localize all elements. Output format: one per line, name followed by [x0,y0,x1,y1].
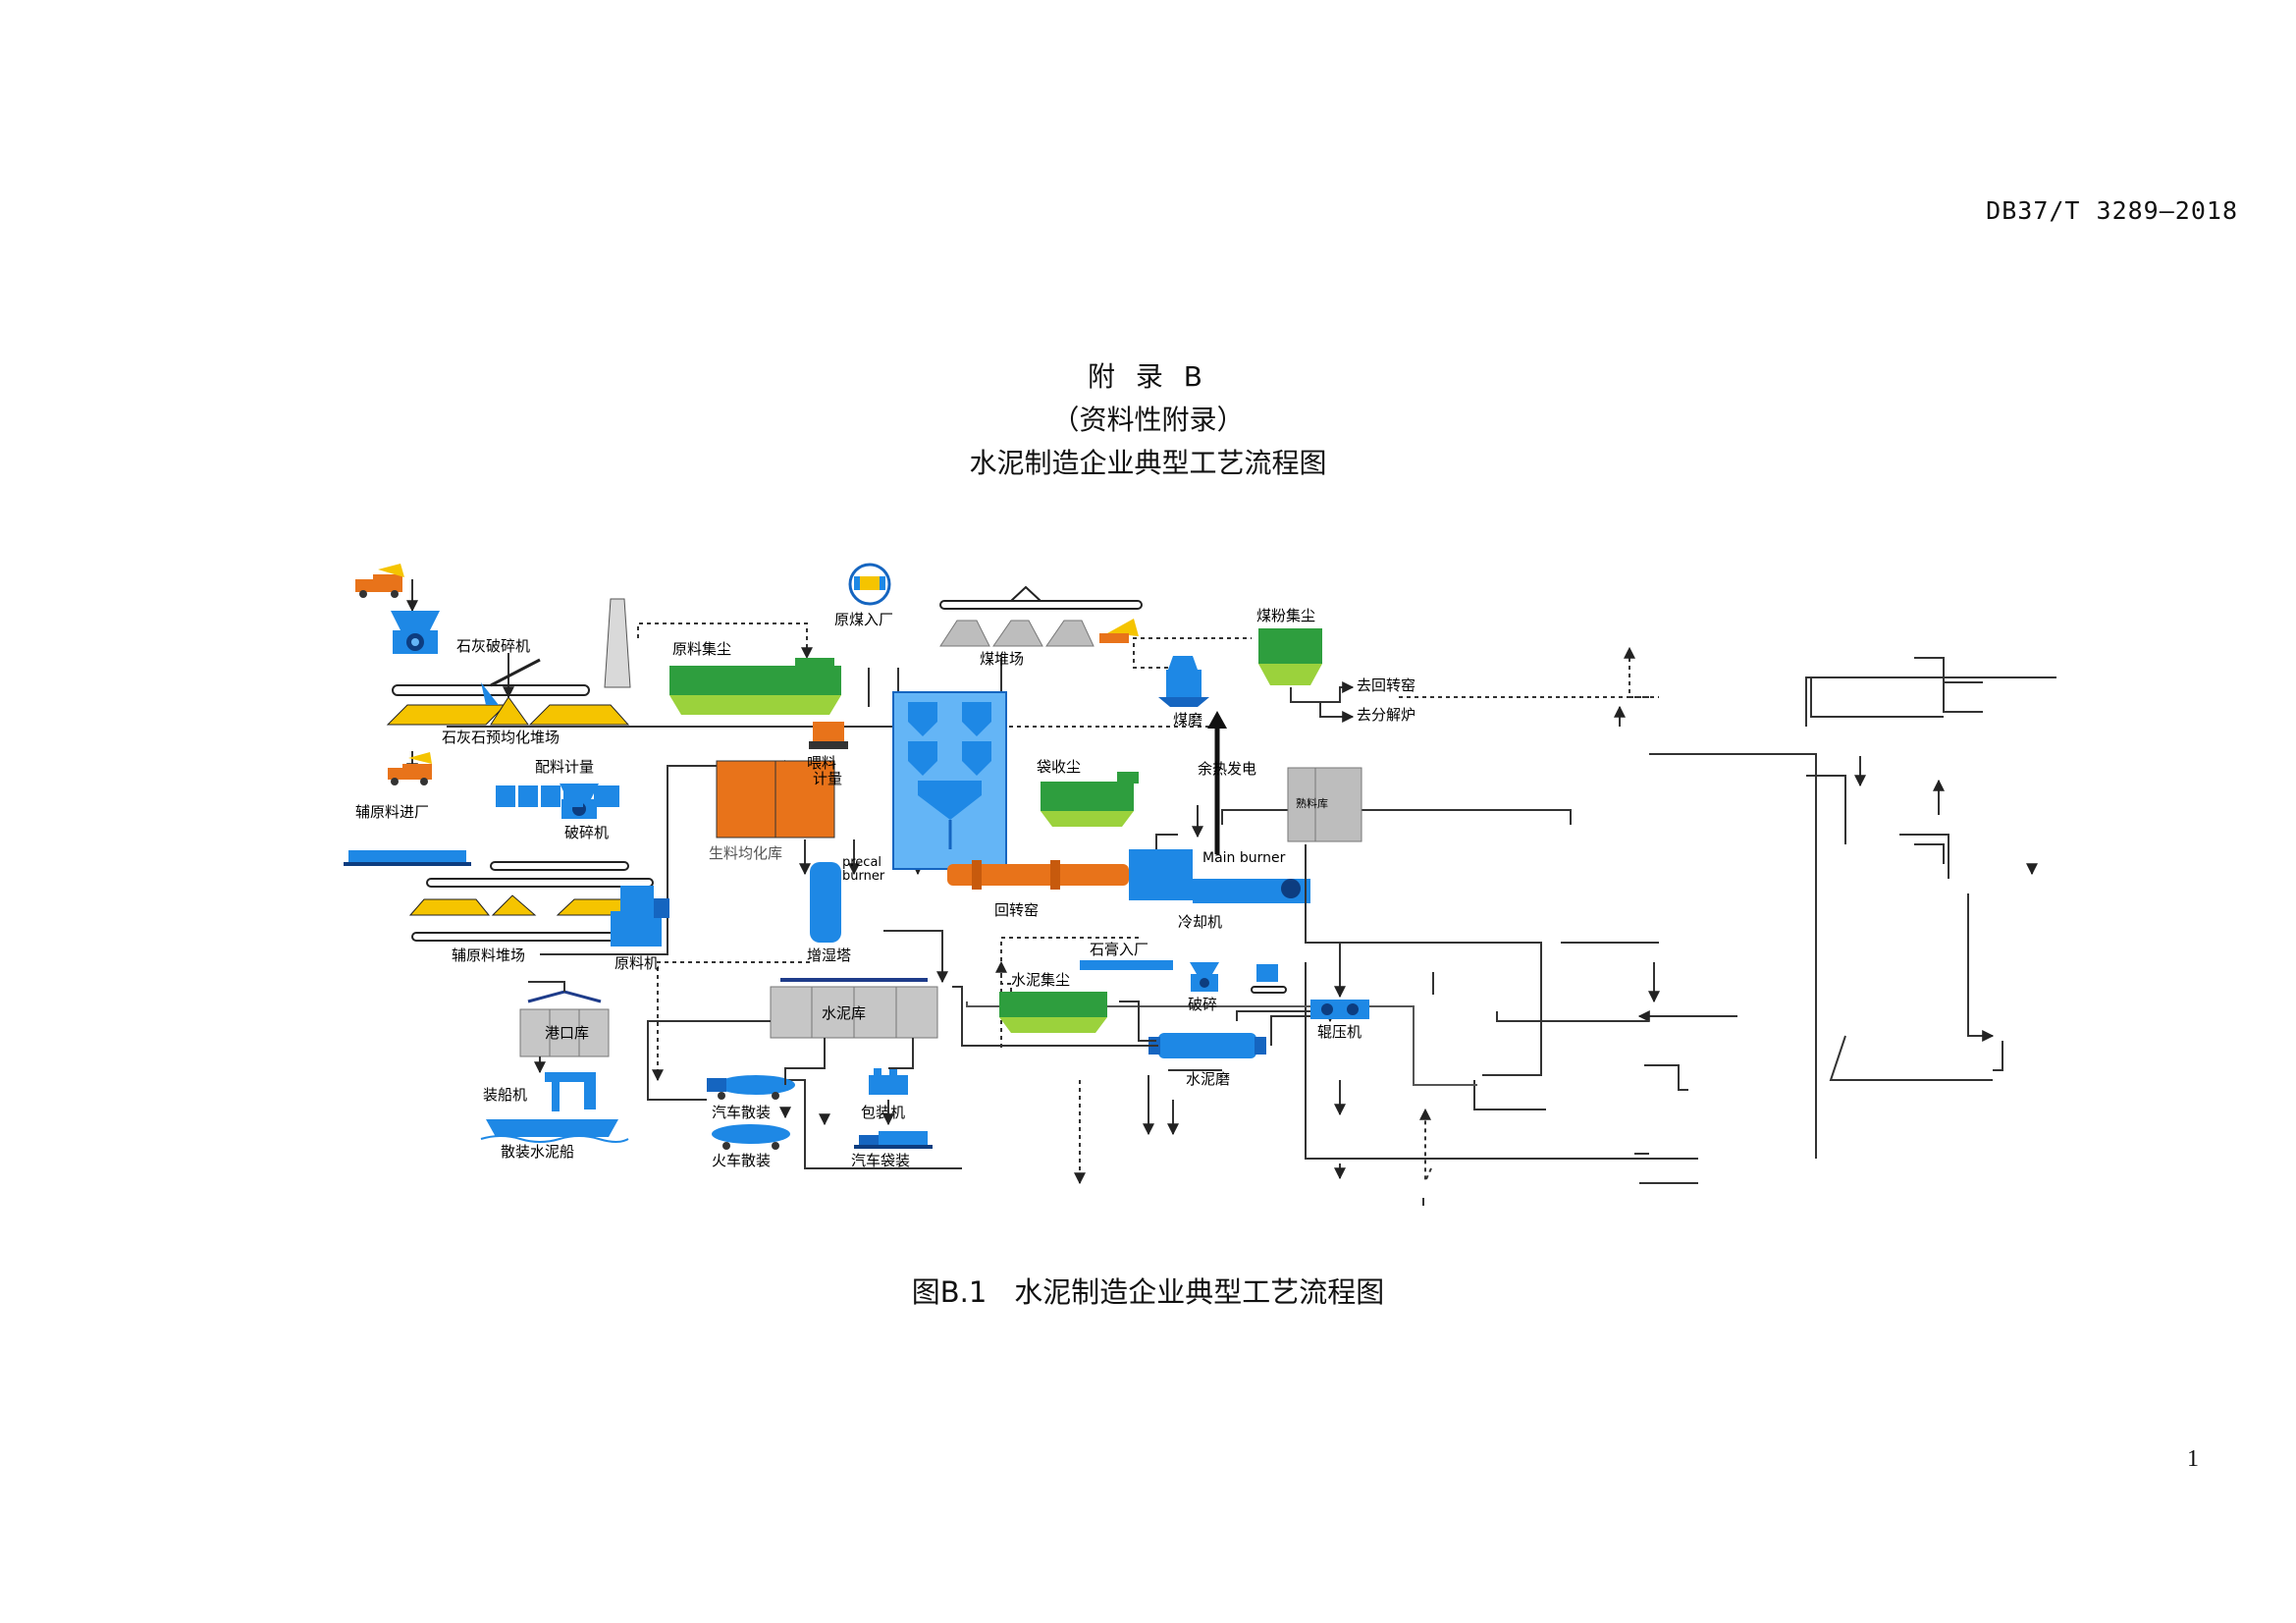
appendix-title: 附 录 B [1087,360,1208,393]
train-bulk-icon [712,1124,790,1150]
preheater-tower-icon [892,691,1007,870]
coal-conveyor-incline [1010,585,1041,602]
appendix-nature: （资料性附录） [1051,404,1245,436]
limestone-yard-icon [386,682,630,726]
coal-yard-label: 煤堆场 [980,650,1024,668]
coal-mill-label: 煤磨 [1173,711,1202,729]
coal-section: 原煤入厂 煤堆场 煤磨 煤粉集尘 去回转窑 去分解炉 [834,563,1415,729]
truck-bag-label: 汽车袋装 [851,1152,910,1169]
coal-yard-icon [939,619,1139,647]
chimney-icon [604,598,631,688]
crush-label: 破碎 [1188,996,1217,1013]
aux-yard-label: 辅原料堆场 [452,947,525,964]
dispatch-lines [528,981,914,1126]
cooler-icon [1129,849,1310,903]
figure-number: 图B.1 [911,1275,988,1309]
precal-burner-label: precal [842,855,881,870]
waste-heat-label: 余热发电 [1198,760,1256,778]
bulk-ship-icon [480,1119,629,1143]
packer-label: 包装机 [861,1104,905,1121]
aux-crusher-label: 破碎机 [564,824,609,841]
packer-icon [869,1068,908,1095]
truck-bulk-icon [707,1075,795,1100]
limestone-truck-icon [355,564,404,598]
page-number: 1 [2187,1446,2199,1472]
to-calciner-label: 去分解炉 [1357,706,1415,724]
ship-loader-label: 装船机 [483,1086,527,1104]
aux-yard-icon [408,894,641,916]
train-bulk-label: 火车散装 [712,1152,771,1169]
aux-inbound-label: 辅原料进厂 [355,803,429,821]
figure-caption: 图B.1 水泥制造企业典型工艺流程图 [0,1270,2296,1311]
coal-inbound-label: 原煤入厂 [834,611,893,628]
kiln-section: precal burner 回转窑 Main burner 冷却机 袋收尘 余热… [842,691,1362,931]
kiln-label: 回转窑 [994,901,1039,919]
batching-conveyor [490,861,629,871]
raw-mill-label: 原料机 [614,954,659,972]
bag-filter-icon [1041,772,1139,827]
raw-silo-label: 生料均化库 [709,844,782,862]
process-flow-diagram: 石灰破碎机 石灰石预均化堆场 辅原料进厂 破碎机 [334,550,2061,1257]
roller-press-icon [1310,1000,1369,1019]
raw-material-section: 原料集尘 配料计量 生料均化库 喂料 计量 原料机 增湿塔 [490,598,851,972]
feed-meter-label: 喂料 [807,754,836,772]
truck-bag-icon [854,1131,933,1149]
aux-truck-icon [388,752,432,785]
limestone-yard-label: 石灰石预均化堆场 [442,729,560,746]
cement-grind-lines [952,844,1346,1047]
raw-dust-collector-icon [669,658,841,715]
gypsum-inbound-label: 石膏入厂 [1090,941,1148,958]
waste-heat-arrow [1207,711,1227,854]
limestone-conveyor [392,658,590,696]
coal-dust-label: 煤粉集尘 [1256,607,1315,624]
aux-wagon-icon [344,850,471,866]
humid-tower-icon [810,862,841,943]
feed-meter-label-2: 计量 [813,770,842,787]
cement-mill-label: 水泥磨 [1186,1070,1230,1088]
cement-dust-collector-icon [999,992,1107,1033]
cement-silo-label: 水泥库 [822,1004,866,1022]
to-kiln-label: 去回转窑 [1357,676,1415,694]
coal-dust-collector-icon [1258,628,1322,685]
raw-dust-label: 原料集尘 [672,640,731,658]
batching-label: 配料计量 [535,758,594,776]
batching-bins-icon [496,785,619,807]
cooler-label: 冷却机 [1178,913,1222,931]
bag-filter-label: 袋收尘 [1037,758,1081,776]
humid-tower-label: 增湿塔 [807,947,851,964]
clinker-silo-icon [1287,767,1362,842]
flow-lines [406,579,2056,1206]
appendix-subject: 水泥制造企业典型工艺流程图 [969,447,1327,479]
raw-mill-icon [611,886,669,947]
raw-silo-icon [716,760,835,839]
limestone-crusher-icon [391,611,440,654]
coal-mill-icon [1158,656,1209,707]
bulk-ship-label: 散装水泥船 [501,1143,574,1161]
limestone-section: 石灰破碎机 石灰石预均化堆场 辅原料进厂 破碎机 [344,564,654,964]
cement-mill-icon [1148,1033,1266,1058]
gypsum-wagon-icon [1080,960,1173,970]
main-burner-label: Main burner [1202,850,1286,866]
coal-inbound-icon [848,563,891,606]
feed-meter-icon [809,722,848,749]
coal-out-lines [1133,637,1355,723]
truck-bulk-label: 汽车散装 [712,1104,771,1121]
ship-loader-icon [545,1072,596,1111]
feeder-icon [1251,964,1287,994]
kiln-icon [947,860,1129,890]
gypsum-crusher-icon [1190,962,1219,992]
clinker-silo-label: 熟料库 [1296,796,1328,810]
limestone-crusher-label: 石灰破碎机 [456,637,530,655]
cement-section: 石膏入厂 水泥集尘 破碎 水泥磨 辊压机 [480,844,1369,1169]
coal-conveyor [939,600,1143,610]
roller-press-label: 辊压机 [1317,1023,1362,1041]
cement-silo-icon [770,978,938,1039]
precal-burner-label-2: burner [842,869,885,884]
cement-dust-label: 水泥集尘 [1011,971,1070,989]
port-silo-label: 港口库 [545,1024,589,1042]
figure-title: 水泥制造企业典型工艺流程图 [1014,1275,1385,1309]
aux-conveyor-top [426,878,654,888]
document-code: DB37/T 3289—2018 [1986,196,2238,225]
